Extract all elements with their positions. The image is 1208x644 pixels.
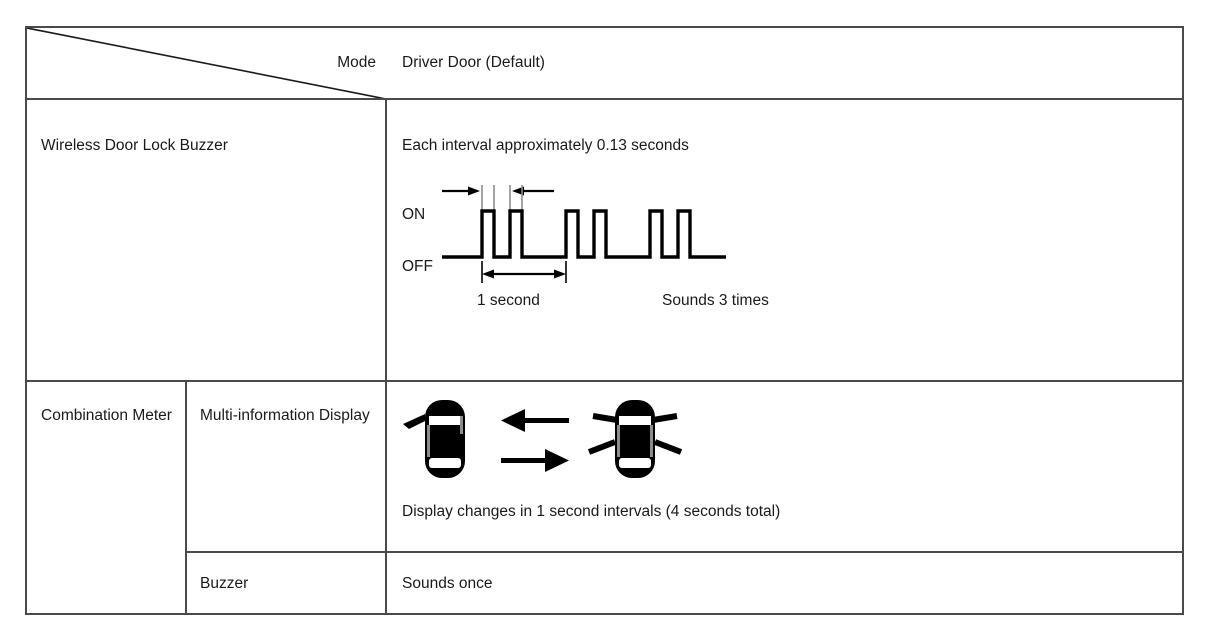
header-mode-value: Driver Door (Default) bbox=[389, 28, 1179, 98]
mode-value-text: Driver Door (Default) bbox=[402, 53, 545, 71]
row-content-multi-information-display: Display changes in 1 second intervals (4… bbox=[389, 382, 1179, 551]
header-mode-label: Mode bbox=[27, 28, 385, 98]
row-label-text: Wireless Door Lock Buzzer bbox=[41, 137, 228, 154]
car-top-view-flashing-icon bbox=[587, 400, 683, 478]
row-content-text: Sounds once bbox=[402, 574, 493, 592]
row-sublabel-multi-information-display: Multi-information Display bbox=[187, 382, 385, 551]
column-divider-sub bbox=[185, 380, 187, 613]
row-label-wireless-door-lock-buzzer: Wireless Door Lock Buzzer bbox=[27, 100, 385, 380]
car-top-view-icon bbox=[403, 400, 465, 478]
car-pictograms-svg bbox=[403, 400, 683, 478]
waveform-off-label: OFF bbox=[402, 257, 433, 275]
arrow-right-icon bbox=[501, 449, 569, 472]
mode-label-text: Mode bbox=[337, 53, 376, 71]
row-label-text: Combination Meter bbox=[41, 407, 172, 424]
row-divider-display bbox=[185, 551, 1182, 553]
waveform-repeat-note: Sounds 3 times bbox=[662, 291, 769, 309]
row-content-buzzer: Sounds once bbox=[389, 553, 1179, 615]
arrow-left-icon bbox=[501, 409, 569, 432]
row-divider-header bbox=[27, 98, 1182, 100]
waveform-caption: Each interval approximately 0.13 seconds bbox=[402, 137, 689, 154]
row-content-wireless-door-lock-buzzer: Each interval approximately 0.13 seconds… bbox=[389, 100, 1179, 380]
display-interval-note: Display changes in 1 second intervals (4… bbox=[402, 503, 781, 520]
row-divider-buzzer bbox=[27, 380, 1182, 382]
buzzer-waveform-chart: ON OFF bbox=[402, 179, 832, 329]
display-animation-figure bbox=[403, 394, 723, 494]
row-sublabel-text: Multi-information Display bbox=[200, 407, 370, 424]
row-sublabel-text: Buzzer bbox=[200, 574, 249, 592]
waveform-svg bbox=[442, 184, 726, 283]
header-diagonal-rule bbox=[27, 28, 385, 98]
waveform-on-label: ON bbox=[402, 205, 426, 223]
waveform-period-label: 1 second bbox=[477, 291, 540, 309]
specification-table: Mode Driver Door (Default) Wireless Door… bbox=[25, 26, 1184, 615]
row-sublabel-buzzer: Buzzer bbox=[187, 553, 385, 615]
row-label-combination-meter: Combination Meter bbox=[27, 382, 185, 615]
column-divider-main bbox=[385, 98, 387, 613]
